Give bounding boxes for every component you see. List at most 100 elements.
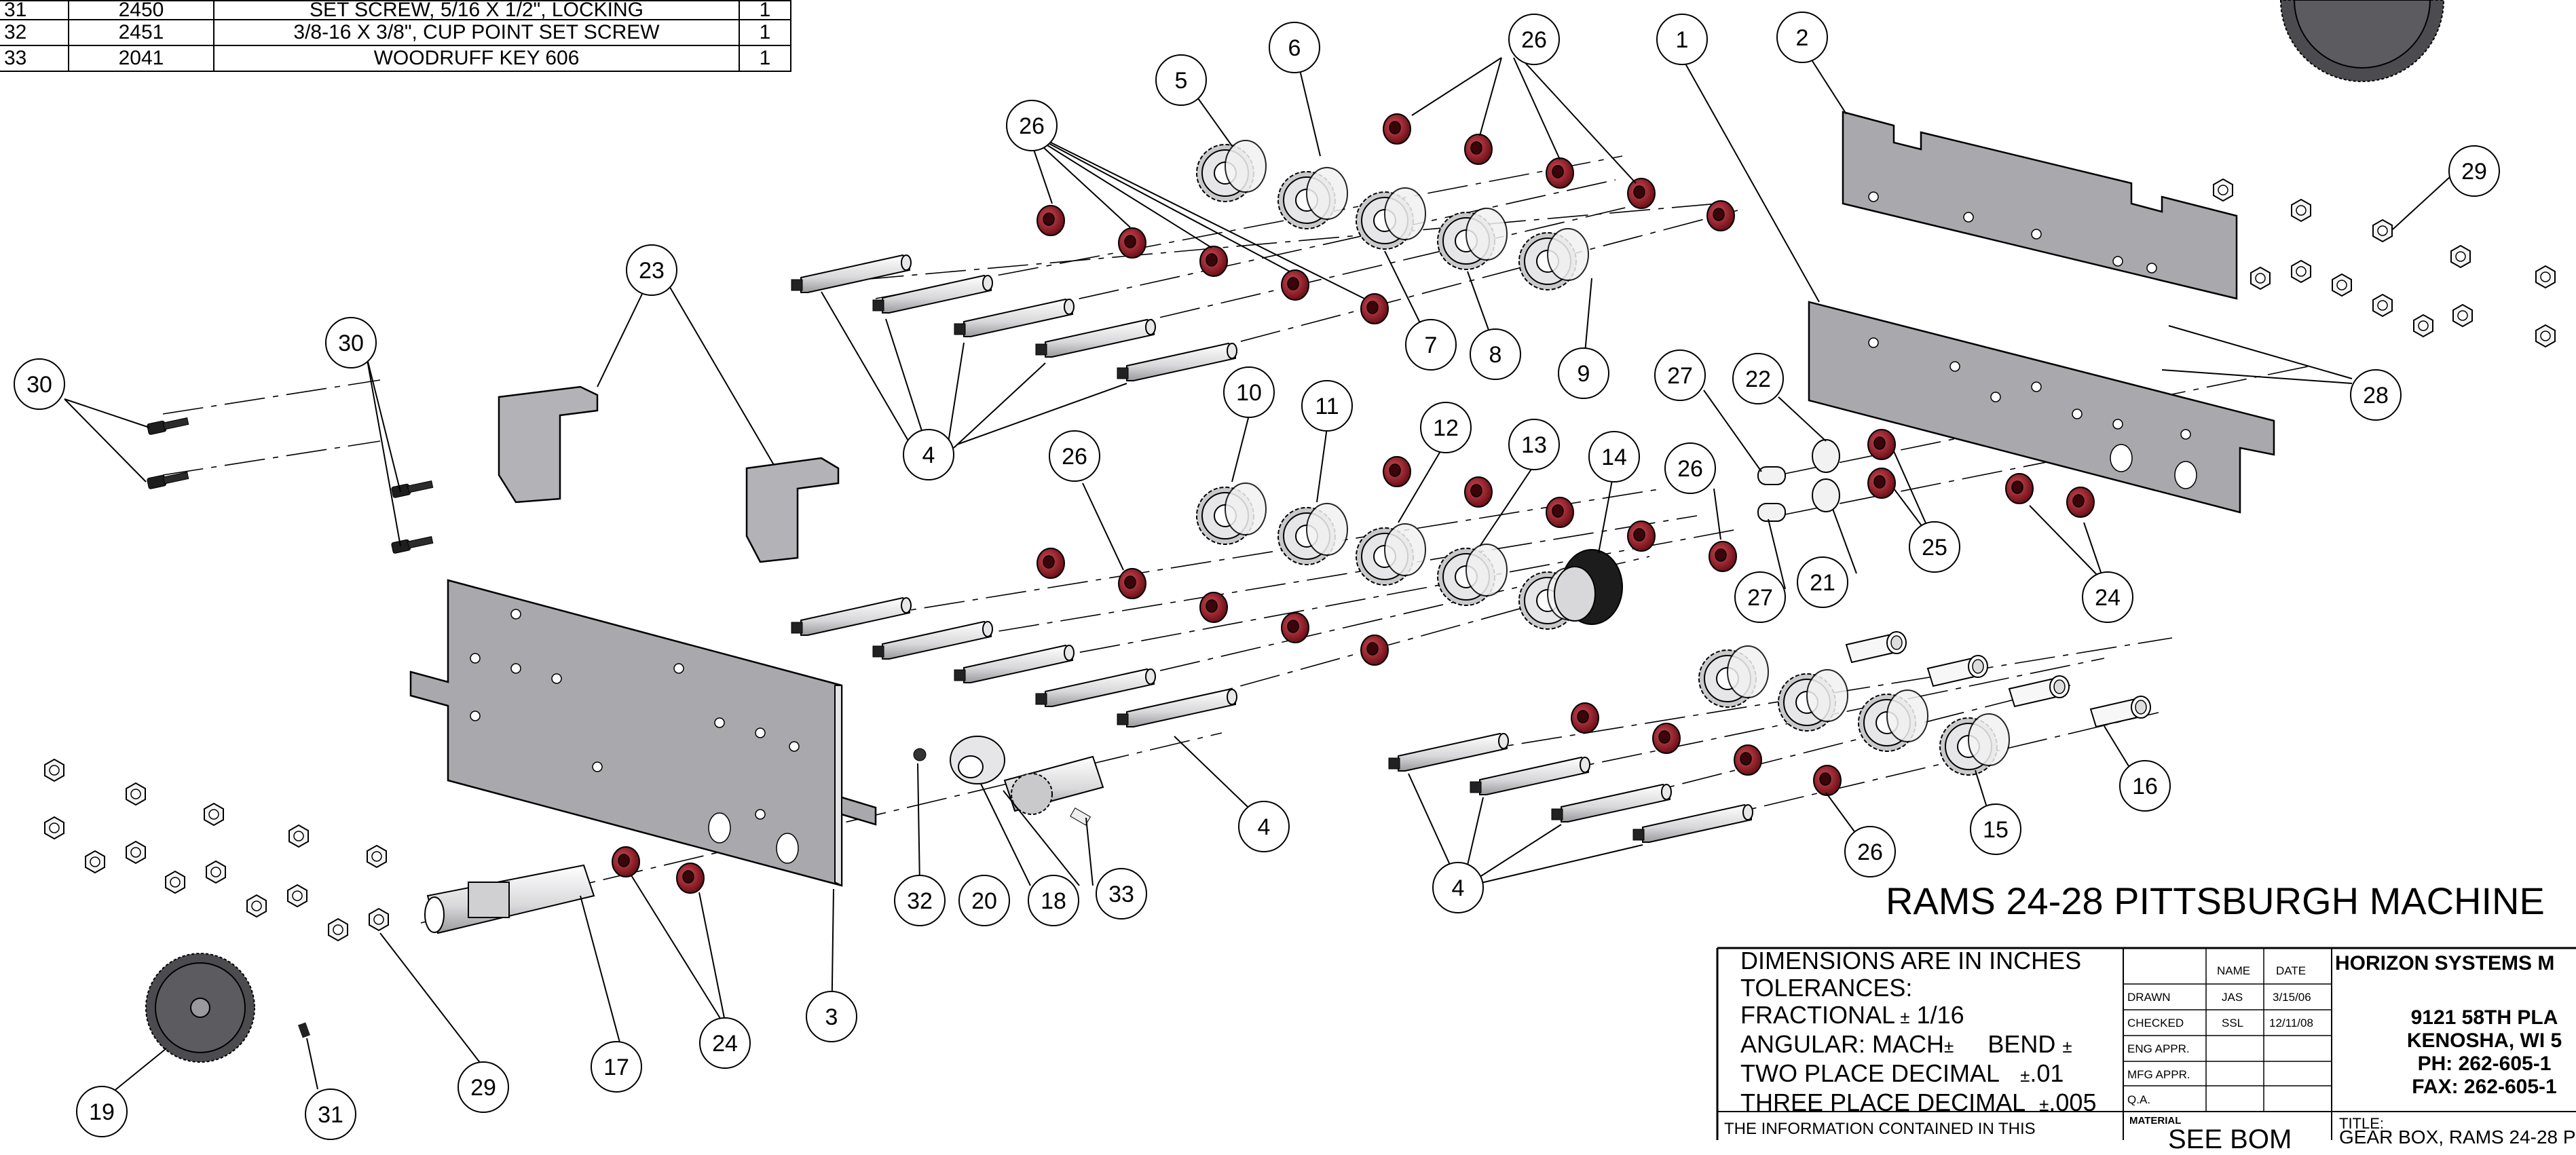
balloon: 15 bbox=[1970, 803, 2021, 855]
balloon: 17 bbox=[591, 1041, 642, 1093]
svg-text:20: 20 bbox=[971, 888, 997, 914]
pins bbox=[1757, 439, 1840, 522]
balloon: 16 bbox=[2119, 760, 2171, 812]
svg-text:8: 8 bbox=[1489, 342, 1502, 368]
company-name: HORIZON SYSTEMS M bbox=[2335, 952, 2555, 974]
tolerance-value: 1/16 bbox=[1916, 1001, 1964, 1029]
balloon: 33 bbox=[1096, 868, 1147, 920]
balloon: 5 bbox=[1155, 54, 1207, 106]
tolerance-line: TOLERANCES: bbox=[1740, 974, 1913, 1002]
svg-text:16: 16 bbox=[2132, 774, 2158, 799]
balloons: 1 2 3 4 4 4 4 5 6 7 8 9 10 11 12 13 14 1… bbox=[14, 12, 2500, 1140]
balloon: 25 bbox=[1909, 521, 1960, 573]
svg-text:30: 30 bbox=[26, 372, 52, 398]
balloon: 11 bbox=[1301, 380, 1353, 432]
signoff-row-checked: CHECKED SSL 12/11/08 bbox=[2127, 1017, 2313, 1029]
balloon: 13 bbox=[1508, 419, 1560, 470]
svg-text:29: 29 bbox=[2461, 159, 2487, 185]
confidentiality-note: THE INFORMATION CONTAINED IN THIS bbox=[1724, 1120, 2036, 1138]
bom-part-number: 2450 bbox=[68, 0, 214, 20]
company-address-1: 9121 58TH PLA bbox=[2410, 1006, 2558, 1029]
svg-text:22: 22 bbox=[1745, 366, 1771, 392]
balloon: 8 bbox=[1470, 328, 1521, 380]
date-header: DATE bbox=[2276, 964, 2307, 977]
balloon: 1 bbox=[1656, 14, 1708, 65]
bom-qty: 1 bbox=[739, 0, 791, 20]
svg-text:12: 12 bbox=[1433, 415, 1459, 441]
bom-row: 33 2041 WOODRUFF KEY 606 1 bbox=[0, 45, 791, 72]
pinion-assembly bbox=[913, 736, 1104, 826]
tolerance-line: FRACTIONAL ± 1/16 bbox=[1740, 1002, 2121, 1031]
bracket-right bbox=[745, 457, 840, 563]
balloon: 26 bbox=[1664, 442, 1716, 494]
svg-text:17: 17 bbox=[603, 1055, 629, 1080]
balloon: 26 bbox=[1508, 14, 1560, 65]
bom-table: 31 2450 SET SCREW, 5/16 X 1/2", LOCKING … bbox=[0, 0, 791, 72]
plus-minus-symbol: ± bbox=[2039, 1095, 2049, 1115]
tolerance-line: DIMENSIONS ARE IN INCHES bbox=[1740, 947, 2082, 974]
svg-text:33: 33 bbox=[1108, 882, 1134, 907]
balloon: 10 bbox=[1223, 366, 1275, 418]
tolerance-value: .01 bbox=[2030, 1059, 2064, 1087]
company-phone: PH: 262-605-1 bbox=[2417, 1053, 2552, 1075]
sheet-title: RAMS 24-28 PITTSBURGH MACHINE bbox=[1886, 879, 2545, 922]
balloon: 30 bbox=[14, 358, 65, 410]
svg-text:21: 21 bbox=[1810, 570, 1835, 596]
balloon: 29 bbox=[458, 1061, 509, 1113]
tolerance-line: TWO PLACE DECIMAL ±.01 bbox=[1740, 1060, 2121, 1089]
svg-text:32: 32 bbox=[907, 888, 933, 914]
bom-description: WOODRUFF KEY 606 bbox=[213, 45, 740, 72]
name-header: NAME bbox=[2217, 964, 2251, 977]
svg-text:29: 29 bbox=[470, 1075, 496, 1101]
tolerance-line: ANGULAR: MACH± BEND ± bbox=[1740, 1031, 2121, 1060]
svg-text:26: 26 bbox=[1019, 113, 1045, 139]
balloon: 32 bbox=[894, 875, 946, 926]
balloon: 12 bbox=[1420, 402, 1472, 453]
tolerance-label: FRACTIONAL bbox=[1740, 1001, 1896, 1029]
balloon: 20 bbox=[958, 875, 1010, 926]
balloon: 22 bbox=[1732, 353, 1784, 404]
company-address-2: KENOSHA, WI 5 bbox=[2406, 1029, 2562, 1052]
balloon: 31 bbox=[305, 1088, 356, 1140]
bom-item: 31 bbox=[0, 0, 69, 20]
drawing-title: GEAR BOX, RAMS 24-28 P bbox=[2339, 1126, 2576, 1148]
balloon: 2 bbox=[1776, 12, 1828, 63]
bom-row: 31 2450 SET SCREW, 5/16 X 1/2", LOCKING … bbox=[0, 0, 791, 20]
svg-text:26: 26 bbox=[1857, 839, 1883, 865]
plus-minus-symbol: ± bbox=[2062, 1036, 2072, 1057]
svg-text:4: 4 bbox=[922, 442, 935, 468]
svg-text:18: 18 bbox=[1041, 888, 1066, 914]
svg-text:13: 13 bbox=[1521, 432, 1547, 458]
plus-minus-symbol: ± bbox=[1944, 1036, 1954, 1057]
title-label: TITLE: bbox=[2339, 1115, 2385, 1132]
tolerance-value: .005 bbox=[2049, 1088, 2097, 1116]
svg-text:4: 4 bbox=[1258, 814, 1271, 840]
svg-text:23: 23 bbox=[639, 258, 665, 284]
svg-text:1: 1 bbox=[1676, 27, 1689, 53]
plus-minus-symbol: ± bbox=[2020, 1065, 2030, 1086]
tolerance-label: ANGULAR: MACH bbox=[1740, 1030, 1945, 1058]
side-plate-bottom bbox=[1808, 301, 2275, 514]
svg-text:3: 3 bbox=[825, 1004, 838, 1030]
balloon: 24 bbox=[2082, 571, 2133, 623]
input-shaft bbox=[424, 864, 595, 934]
plus-minus-symbol: ± bbox=[1900, 1007, 1910, 1027]
balloon: 29 bbox=[2448, 145, 2500, 197]
balloon: 6 bbox=[1269, 22, 1320, 73]
bom-description: 3/8-16 X 3/8", CUP POINT SET SCREW bbox=[213, 19, 740, 46]
signoff-row-eng: ENG APPR. bbox=[2127, 1042, 2190, 1055]
svg-text:25: 25 bbox=[1922, 535, 1947, 561]
signoff-row-drawn: DRAWN JAS 3/15/06 bbox=[2127, 991, 2311, 1004]
balloon: 27 bbox=[1654, 349, 1706, 401]
balloon: 4 bbox=[903, 429, 954, 480]
svg-text:27: 27 bbox=[1667, 363, 1693, 389]
balloon: 3 bbox=[806, 991, 857, 1042]
svg-text:24: 24 bbox=[2095, 585, 2121, 611]
signoff-header: NAME DATE bbox=[2123, 958, 2331, 983]
svg-text:19: 19 bbox=[89, 1099, 115, 1125]
bom-qty: 1 bbox=[739, 45, 791, 72]
svg-text:10: 10 bbox=[1236, 380, 1262, 406]
balloon: 14 bbox=[1588, 431, 1640, 482]
balloon: 26 bbox=[1844, 826, 1896, 877]
